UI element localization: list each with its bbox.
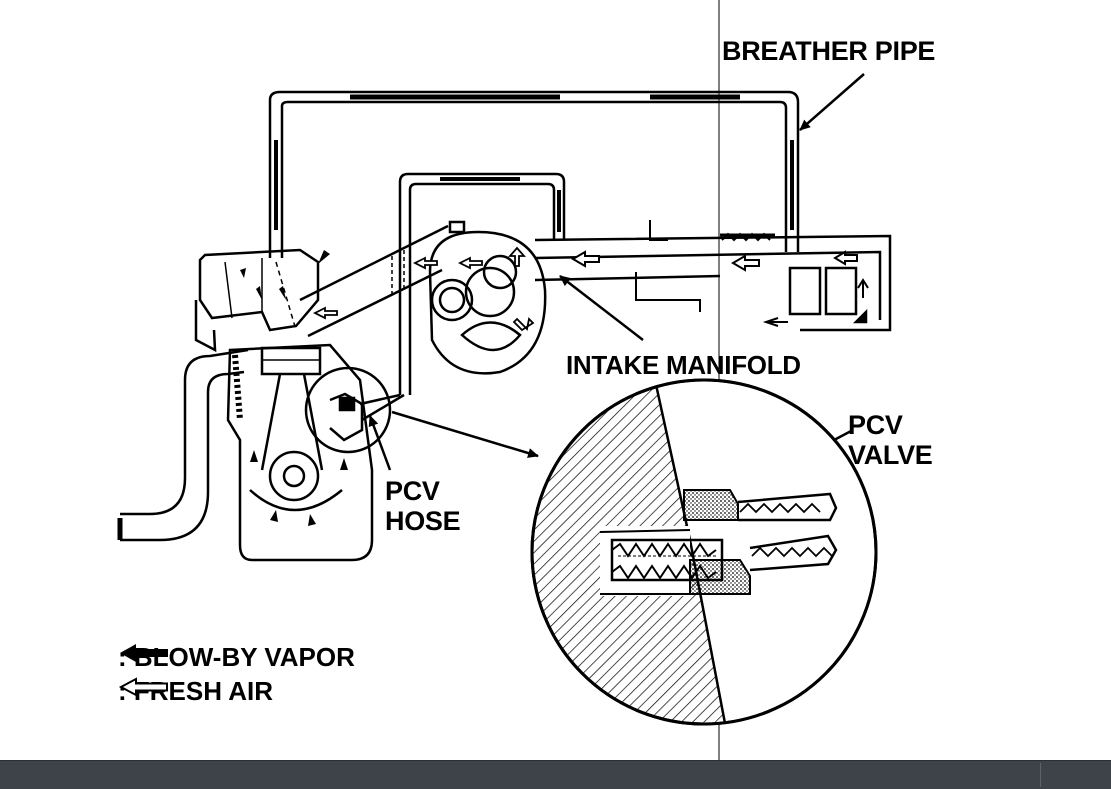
breather-pipe-label: BREATHER PIPE: [722, 36, 936, 66]
pcv-hose-label: PCV HOSE: [385, 476, 461, 536]
pcv-hose-label-line1: PCV: [385, 476, 440, 506]
manifold-flow-arrows: [457, 246, 535, 332]
outline-arrow-icon: [118, 677, 168, 697]
pcv-system-diagram: BREATHER PIPE INTAKE MANIFOLD PCV VALVE …: [117, 0, 936, 760]
bottom-bar-separator: [1040, 763, 1041, 787]
intake-duct: [534, 220, 892, 332]
legend-blowby: : BLOW-BY VAPOR: [118, 642, 355, 673]
pcv-valve-label: PCV VALVE: [848, 410, 933, 470]
runner-flow-arrows: [312, 256, 438, 320]
pcv-valve-label-line1: PCV: [848, 410, 903, 440]
intake-manifold-label: INTAKE MANIFOLD: [566, 350, 801, 380]
diagram-artwork: [117, 0, 892, 760]
breather-pipe: [268, 90, 800, 258]
pcv-valve-zoom: [530, 378, 878, 726]
air-inlet-pipe: [117, 348, 249, 542]
intake-flow-arrows: [571, 250, 858, 272]
viewer-bottom-bar: [0, 760, 1111, 789]
intake-manifold-body: [428, 220, 547, 375]
engine-blowby-arrows: [240, 250, 348, 526]
pcv-hose-detail: [304, 366, 405, 454]
vent-pipe: [398, 172, 566, 395]
pcv-valve-label-line2: VALVE: [848, 440, 933, 470]
intake-runner: [299, 224, 449, 338]
engine: [194, 248, 374, 562]
legend-fresh-air: : FRESH AIR: [118, 676, 273, 707]
pcv-hose-label-line2: HOSE: [385, 506, 461, 536]
solid-black-arrow-icon: [120, 644, 168, 662]
